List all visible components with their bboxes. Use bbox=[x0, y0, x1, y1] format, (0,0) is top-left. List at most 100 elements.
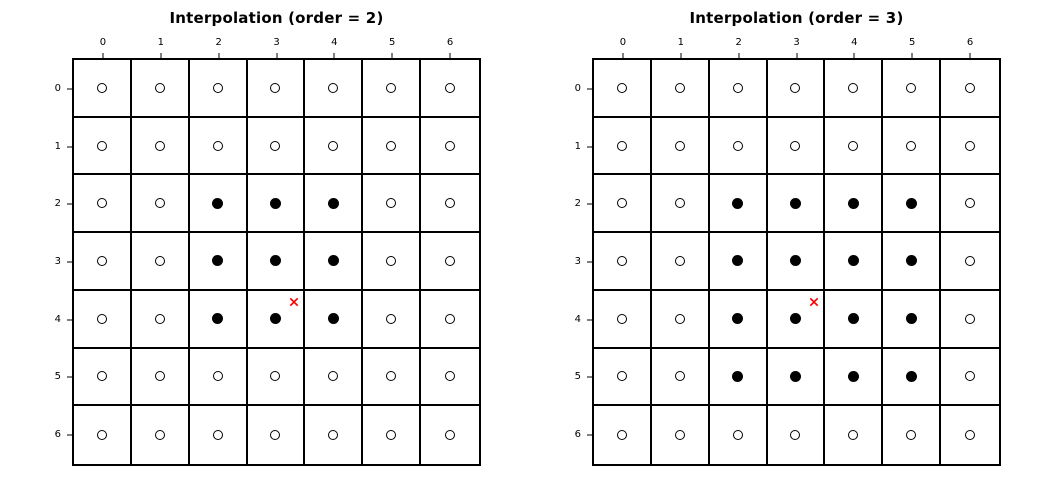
filled-dot-marker bbox=[269, 197, 281, 209]
grid-cell bbox=[767, 233, 826, 291]
grid-cell bbox=[421, 406, 479, 464]
filled-dot-marker bbox=[789, 197, 801, 209]
grid-cell bbox=[247, 175, 306, 234]
grid-cell bbox=[74, 233, 132, 291]
grid-cell bbox=[883, 290, 942, 349]
grid-cell bbox=[363, 233, 422, 291]
x-tick-label: 3 bbox=[273, 37, 280, 48]
open-circle-marker bbox=[906, 140, 917, 151]
y-tick-mark bbox=[67, 261, 72, 263]
plot-title-order-2: Interpolation (order = 2) bbox=[169, 9, 384, 27]
y-tick-label: 0 bbox=[574, 82, 581, 94]
x-tick-label: 4 bbox=[851, 37, 858, 48]
grid-cell bbox=[190, 406, 248, 464]
y-tick-mark bbox=[67, 319, 72, 321]
open-circle-marker bbox=[270, 140, 281, 151]
grid-cell bbox=[709, 117, 768, 176]
grid-cell bbox=[883, 406, 942, 464]
open-circle-marker bbox=[386, 255, 397, 266]
open-circle-marker bbox=[212, 430, 223, 441]
open-circle-marker bbox=[154, 255, 165, 266]
filled-dot-marker bbox=[847, 255, 859, 267]
grid-cell bbox=[363, 348, 422, 407]
x-tick-label: 6 bbox=[446, 37, 454, 48]
grid-cell bbox=[248, 406, 306, 464]
grid-cell bbox=[305, 117, 364, 176]
open-circle-marker bbox=[732, 430, 743, 441]
grid-cell bbox=[594, 406, 652, 464]
filled-dot-marker bbox=[732, 197, 744, 209]
open-circle-marker bbox=[154, 82, 165, 93]
x-tick-mark bbox=[276, 53, 277, 58]
grid-cell bbox=[941, 118, 999, 176]
open-circle-marker bbox=[674, 430, 685, 441]
x-tick-label: 5 bbox=[909, 37, 916, 48]
grid-cell bbox=[421, 291, 479, 349]
open-circle-marker bbox=[328, 140, 339, 151]
grid-cell bbox=[651, 348, 710, 407]
grid-cell bbox=[363, 175, 422, 234]
grid-cell bbox=[767, 290, 826, 349]
y-tick-mark bbox=[67, 376, 72, 378]
open-circle-marker bbox=[616, 430, 627, 441]
x-tick-mark bbox=[160, 53, 162, 58]
grid-cell bbox=[247, 233, 306, 291]
grid-cell bbox=[941, 349, 999, 407]
x-tick-label: 1 bbox=[677, 37, 684, 48]
grid-cell bbox=[132, 406, 190, 464]
open-circle-marker bbox=[848, 430, 859, 441]
grid-cell bbox=[74, 117, 132, 176]
x-tick-mark bbox=[680, 53, 682, 58]
open-circle-marker bbox=[445, 430, 456, 441]
y-tick-mark bbox=[587, 146, 592, 148]
filled-dot-marker bbox=[327, 313, 339, 325]
y-tick-label: 1 bbox=[54, 140, 61, 152]
grid-cell bbox=[767, 175, 826, 234]
y-tick-label: 4 bbox=[54, 313, 61, 325]
open-circle-marker bbox=[965, 82, 976, 93]
open-circle-marker bbox=[270, 82, 281, 93]
grid-cell bbox=[594, 60, 652, 118]
y-tick-label: 3 bbox=[54, 256, 61, 267]
grid-cell bbox=[825, 175, 884, 234]
x-tick-label: 5 bbox=[389, 37, 396, 48]
y-tick-label: 3 bbox=[574, 256, 581, 267]
open-circle-marker bbox=[616, 313, 627, 324]
x-tick-mark bbox=[622, 53, 624, 58]
y-tick-mark bbox=[67, 146, 72, 148]
x-tick-mark bbox=[911, 53, 913, 58]
grid-cell bbox=[767, 348, 826, 407]
y-tick-label: 2 bbox=[574, 198, 581, 210]
open-circle-marker bbox=[906, 82, 917, 93]
open-circle-marker bbox=[616, 255, 627, 266]
open-circle-marker bbox=[674, 371, 685, 382]
open-circle-marker bbox=[965, 255, 976, 266]
y-tick-label: 6 bbox=[574, 429, 581, 441]
open-circle-marker bbox=[674, 140, 685, 151]
open-circle-marker bbox=[965, 140, 976, 151]
open-circle-marker bbox=[616, 82, 627, 93]
grid-cell bbox=[594, 175, 652, 234]
open-circle-marker bbox=[445, 371, 456, 382]
open-circle-marker bbox=[270, 371, 281, 382]
open-circle-marker bbox=[328, 371, 339, 382]
grid-cell bbox=[305, 233, 364, 291]
interpolation-point-x-marker bbox=[809, 297, 819, 307]
y-tick-mark bbox=[67, 203, 72, 205]
filled-dot-marker bbox=[732, 255, 744, 267]
open-circle-marker bbox=[445, 140, 456, 151]
grid-cell bbox=[941, 60, 999, 118]
filled-dot-marker bbox=[269, 313, 281, 325]
grid-cell bbox=[305, 348, 364, 407]
grid-cell bbox=[594, 233, 652, 291]
grid-cell bbox=[594, 290, 652, 349]
x-tick-label: 0 bbox=[99, 37, 107, 48]
x-tick-label: 6 bbox=[966, 37, 974, 48]
grid-cell bbox=[941, 233, 999, 291]
grid-cell bbox=[883, 60, 942, 118]
open-circle-marker bbox=[616, 140, 627, 151]
filled-dot-marker bbox=[327, 255, 339, 267]
